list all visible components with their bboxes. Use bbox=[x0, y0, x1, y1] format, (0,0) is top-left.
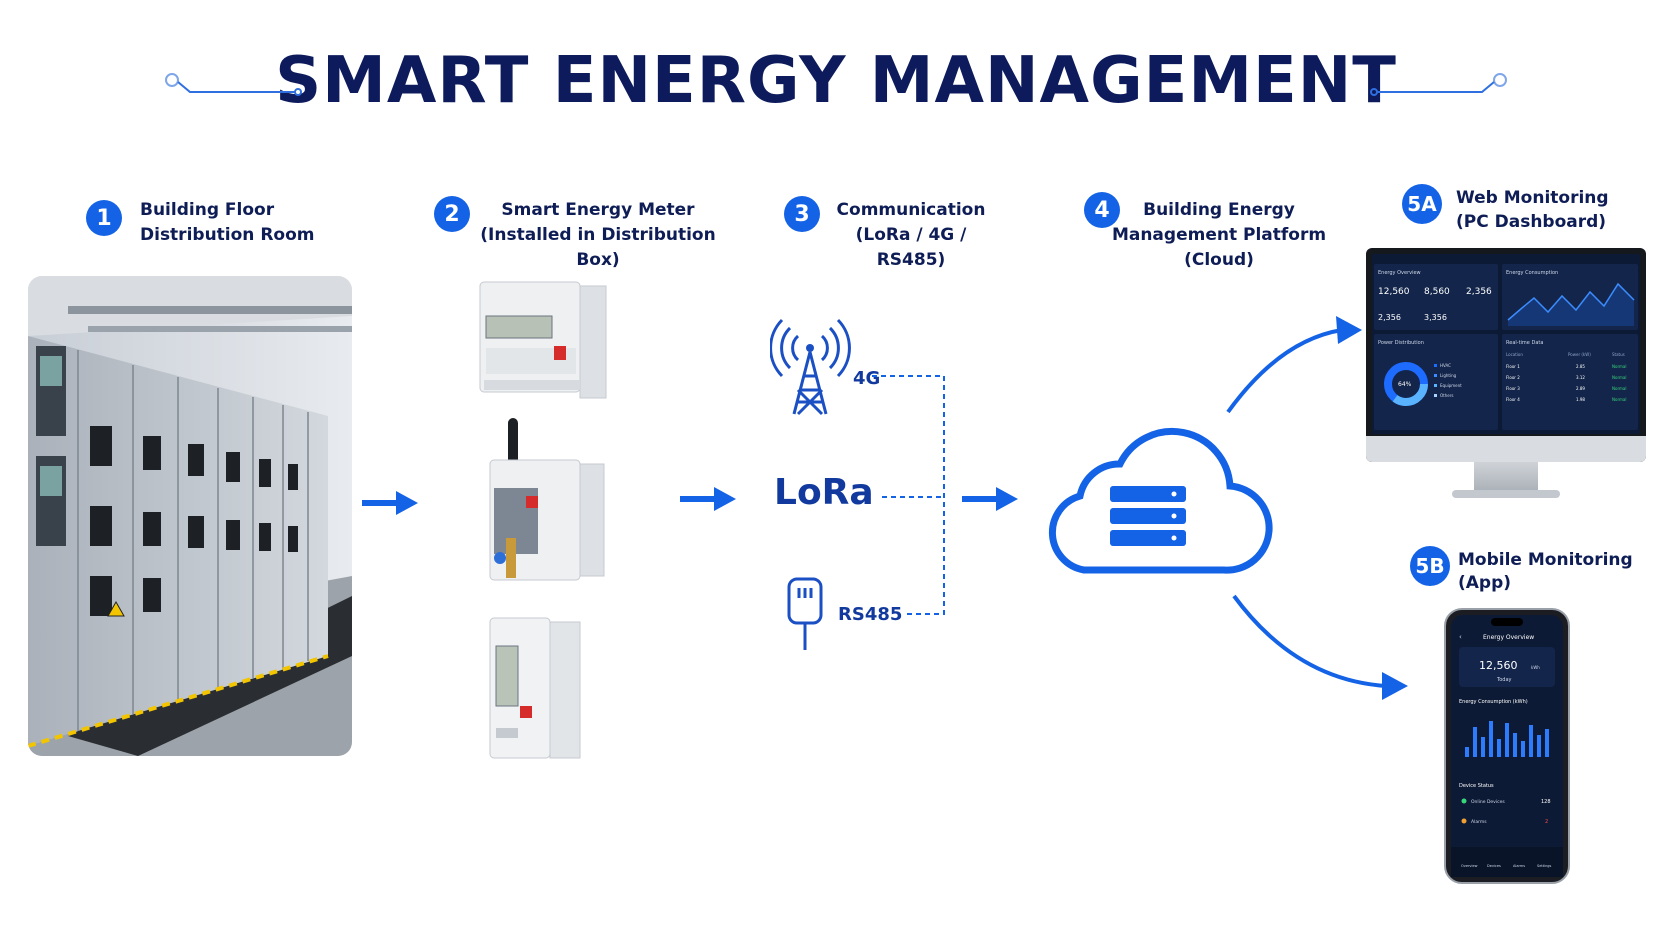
step-1-label: Building Floor Distribution Room bbox=[140, 200, 315, 245]
mobile-today-label: Today bbox=[1496, 677, 1512, 683]
svg-text:Alarms: Alarms bbox=[1513, 864, 1525, 868]
mobile-today-value: 12,560 bbox=[1479, 659, 1518, 672]
svg-text:Settings: Settings bbox=[1537, 864, 1552, 868]
svg-text:kWh: kWh bbox=[1531, 665, 1540, 670]
svg-text:1.98: 1.98 bbox=[1576, 397, 1585, 402]
mobile-header: Energy Overview bbox=[1483, 634, 1534, 641]
svg-text:Online Devices: Online Devices bbox=[1471, 799, 1505, 805]
dash-kpi-3: 2,356 bbox=[1466, 287, 1492, 297]
comm-lora-label: LoRa bbox=[774, 472, 874, 513]
svg-text:HVAC: HVAC bbox=[1440, 363, 1451, 368]
svg-text:Floor 4: Floor 4 bbox=[1506, 397, 1520, 402]
cell-tower-icon bbox=[770, 318, 851, 416]
dash-realtime: Real-time Data bbox=[1506, 340, 1543, 346]
dash-energy-overview: Energy Overview bbox=[1378, 270, 1421, 276]
title-decoration-left bbox=[165, 73, 302, 96]
monitor-bezel bbox=[1366, 436, 1646, 462]
dash-kpi-4: 2,356 bbox=[1378, 313, 1401, 322]
svg-text:Location: Location bbox=[1506, 352, 1523, 357]
energy-meter-1 bbox=[479, 281, 607, 399]
svg-text:Lighting: Lighting bbox=[1440, 373, 1457, 378]
svg-text:Floor 3: Floor 3 bbox=[1506, 386, 1520, 391]
arrow-to-web-icon bbox=[1226, 316, 1362, 414]
distribution-room-image bbox=[28, 276, 352, 756]
dash-kpi-2: 8,560 bbox=[1424, 287, 1450, 297]
monitor-base bbox=[1452, 490, 1560, 498]
svg-text:Normal: Normal bbox=[1612, 397, 1626, 402]
step-3-label: Communication (LoRa / 4G / RS485) bbox=[836, 200, 986, 270]
mobile-app-screen: ‹ Energy Overview 12,560 kWh Today Energ… bbox=[1451, 615, 1563, 877]
energy-meter-lora bbox=[489, 418, 605, 581]
mobile-alarms-value: 2 bbox=[1545, 819, 1548, 825]
svg-text:Normal: Normal bbox=[1612, 386, 1626, 391]
arrow-right-icon bbox=[362, 491, 418, 515]
arrow-right-icon bbox=[680, 487, 736, 511]
step-3-badge: 3 bbox=[784, 196, 820, 232]
dash-kpi-1: 12,560 bbox=[1378, 287, 1410, 297]
comm-4g-label: 4G bbox=[853, 368, 881, 389]
pc-dashboard-screen: Energy Overview 12,560 8,560 2,356 2,356… bbox=[1372, 254, 1640, 434]
step-5b-badge: 5B bbox=[1410, 546, 1450, 586]
comm-rs485-label: RS485 bbox=[838, 604, 903, 625]
dash-kpi-5: 3,356 bbox=[1424, 313, 1447, 322]
dash-donut-center: 64% bbox=[1398, 381, 1412, 388]
svg-text:Alarms: Alarms bbox=[1471, 819, 1487, 825]
svg-text:3.12: 3.12 bbox=[1576, 375, 1585, 380]
step-1-badge: 1 bbox=[86, 200, 122, 236]
dash-energy-consumption: Energy Consumption bbox=[1506, 270, 1558, 276]
svg-text:Floor 2: Floor 2 bbox=[1506, 375, 1520, 380]
svg-text:Others: Others bbox=[1440, 393, 1453, 398]
mobile-consumption-title: Energy Consumption (kWh) bbox=[1459, 699, 1528, 705]
rs485-connector-icon bbox=[787, 577, 823, 650]
svg-text:Equipment: Equipment bbox=[1440, 383, 1462, 388]
step-2-label: Smart Energy Meter (Installed in Distrib… bbox=[480, 200, 716, 270]
mobile-device-status: Device Status bbox=[1459, 783, 1494, 789]
svg-text:2.89: 2.89 bbox=[1576, 386, 1585, 391]
arrow-right-icon bbox=[962, 487, 1018, 511]
svg-text:Devices: Devices bbox=[1487, 864, 1501, 868]
step-5a-badge: 5A bbox=[1402, 184, 1442, 224]
step-2-badge: 2 bbox=[434, 196, 470, 232]
mobile-online-value: 128 bbox=[1541, 799, 1551, 805]
arrow-to-mobile-icon bbox=[1232, 594, 1408, 700]
page-title: SMART ENERGY MANAGEMENT bbox=[275, 44, 1397, 118]
cloud-server-icon bbox=[1048, 428, 1273, 574]
step-4-badge: 4 bbox=[1084, 192, 1120, 228]
comm-dashed-connector bbox=[872, 375, 945, 615]
step-5a-label: Web Monitoring (PC Dashboard) bbox=[1456, 188, 1609, 232]
energy-meter-3 bbox=[489, 617, 581, 759]
svg-text:Status: Status bbox=[1612, 352, 1625, 357]
svg-text:Normal: Normal bbox=[1612, 375, 1626, 380]
svg-text:Normal: Normal bbox=[1612, 364, 1626, 369]
svg-text:Floor 1: Floor 1 bbox=[1506, 364, 1520, 369]
svg-text:Power (kW): Power (kW) bbox=[1568, 352, 1591, 357]
monitor-neck bbox=[1474, 462, 1538, 492]
step-5b-label: Mobile Monitoring (App) bbox=[1458, 550, 1633, 593]
title-decoration-right bbox=[1370, 73, 1507, 96]
svg-text:2.85: 2.85 bbox=[1576, 364, 1585, 369]
step-4-label: Building Energy Management Platform (Clo… bbox=[1111, 200, 1327, 270]
svg-text:‹: ‹ bbox=[1459, 633, 1462, 641]
svg-text:Overview: Overview bbox=[1461, 864, 1478, 868]
dash-power-distribution: Power Distribution bbox=[1378, 340, 1424, 346]
